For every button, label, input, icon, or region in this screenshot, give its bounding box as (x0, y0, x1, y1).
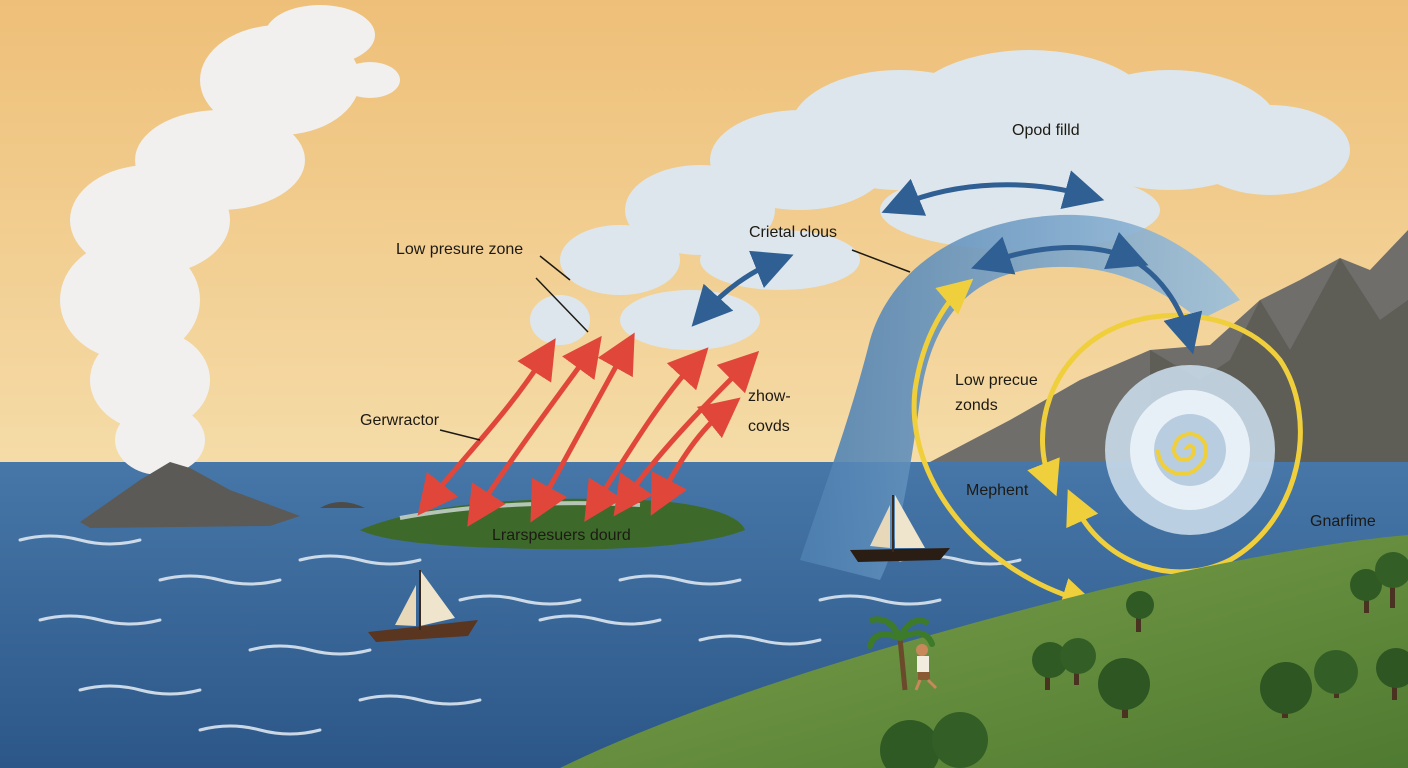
label-island: Lrarspesuers dourd (492, 527, 631, 544)
updraft-arrows (417, 332, 760, 527)
giant-wave (800, 214, 1240, 580)
label-opod-filld: Opod filld (1012, 122, 1080, 139)
sailboat-right (850, 495, 950, 562)
volcano (80, 462, 300, 528)
person (914, 644, 938, 691)
label-mephent: Mephent (966, 482, 1029, 499)
coastal-hill (560, 535, 1408, 768)
volcano-smoke-plume (60, 5, 400, 475)
leader-lines (439, 249, 911, 441)
small-rock (320, 502, 365, 508)
circulation-arrow-top (881, 170, 1105, 216)
spiral-circulation-inner (1027, 312, 1303, 575)
circulation-arrow-right (1127, 255, 1203, 355)
sea-wave-lines (18, 534, 1022, 736)
label-crietal-clous: Crietal clous (749, 224, 838, 241)
circulation-arrows (691, 170, 1203, 355)
sailboat-left (368, 570, 478, 642)
spiral-circulation-outer (911, 278, 1097, 612)
label-low-pressure-zone: Low presure zone (396, 241, 524, 258)
circulation-arrow-left (691, 250, 794, 327)
label-low-precue-zonds: Low precue zonds (955, 372, 1038, 414)
circulation-arrow-middle (971, 232, 1149, 275)
cyclone (1105, 365, 1275, 535)
trees (880, 552, 1408, 768)
label-gerwractor: Gerwractor (360, 412, 440, 429)
updraft-arrow-6 (650, 397, 741, 516)
label-zhow-covds: zhow- covds (748, 388, 791, 435)
palm-tree (867, 616, 935, 691)
label-gnarfime: Gnarfime (1310, 513, 1376, 530)
